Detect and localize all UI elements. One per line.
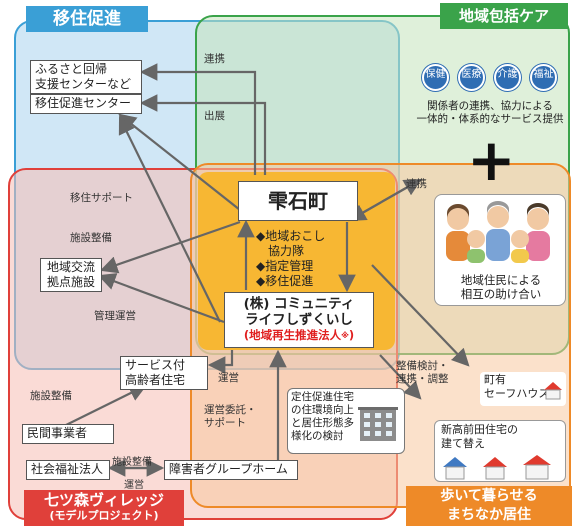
service-fukushi-icon: 福祉 [530, 64, 557, 91]
label-unei-2: 運営 [124, 480, 144, 491]
box-shintakamaeda: 新高前田住宅の 建て替え [434, 420, 566, 482]
care-panel: 保健 医療 介護 福祉 関係者の連携、協力による 一体的・体系的なサービス提供 [406, 60, 566, 136]
community-line3-text: (地域再生推進法人 [243, 328, 342, 342]
activity-shitei-kanri: ◆指定管理 [256, 259, 314, 273]
kankeisha-text: 関係者の連携、協力による 一体的・体系的なサービス提供 [416, 100, 564, 125]
label-iju-support: 移住サポート [70, 192, 133, 204]
label-unei-1: 運営 [218, 372, 239, 384]
label-renkei-top: 連携 [204, 53, 225, 65]
community-line3-close: ) [348, 328, 355, 342]
arrow-renkei-right-back [348, 179, 421, 222]
header-nanatsumori-sub: (モデルプロジェクト) [49, 509, 159, 522]
label-shisetsu-seibi-3: 施設整備 [112, 457, 152, 468]
shintakamaeda-text: 新高前田住宅の 建て替え [441, 423, 518, 450]
box-shakai-fukushi: 社会福祉法人 [26, 460, 110, 480]
plus-sign: + [467, 126, 516, 194]
town-activities: ◆地域おこし 協力隊 ◆指定管理 ◆移住促進 [256, 229, 325, 289]
arrow-unei-1 [207, 350, 234, 374]
box-chiiki-kouryu: 地域交流 拠点施設 [40, 258, 102, 292]
arrow-shutten [139, 94, 267, 175]
header-chiiki-care: 地域包括ケア [440, 3, 568, 29]
arrow-kanri-unei [97, 273, 225, 324]
header-nanatsumori: 七ツ森ヴィレッジ (モデルプロジェクト) [24, 490, 184, 526]
community-line2: ライフしずくいし [245, 312, 353, 328]
arrow-renkei-top [139, 63, 257, 175]
label-shisetsu-seibi-2: 施設整備 [30, 390, 72, 402]
label-shutten: 出展 [204, 110, 225, 122]
people-icon [446, 201, 550, 263]
building-icon [358, 407, 398, 441]
community-line3: (地域再生推進法人※) [229, 328, 369, 343]
arrow-seibi-kentou [371, 264, 470, 367]
box-shogaisha: 障害者グループホーム [164, 460, 298, 480]
box-ijuu-center: 移住促進センター [30, 94, 142, 114]
houses-icon [443, 455, 551, 480]
box-minkan: 民間事業者 [22, 424, 114, 444]
box-furusato: ふるさと回帰 支援センターなど [30, 60, 142, 94]
arrow-main-to-furusato [118, 116, 221, 323]
label-renkei-right: 連携 [406, 178, 427, 190]
header-nanatsumori-title: 七ツ森ヴィレッジ [43, 491, 164, 509]
chouyuu-text: 町有 セーフハウス [484, 373, 550, 400]
teiju-text: 定住促進住宅 の住環境向上 と居住形態多 様化の検討 [291, 391, 354, 442]
service-iryou-icon: 医療 [458, 64, 485, 91]
arrow-shisetsu-seibi-1 [99, 220, 241, 274]
activity-chiiki-okoshi: ◆地域おこし [256, 229, 326, 243]
arrow-minkan-to-service [59, 384, 147, 429]
activity-ijuu-sokushin: ◆移住促進 [256, 274, 314, 288]
label-seibi-kentou: 整備検討・ 連携・調整 [396, 360, 449, 385]
label-unei-itaku: 運営委託・ サポート [204, 404, 257, 429]
header-machinaka: 歩いて暮らせる まちなか居住 [406, 486, 572, 526]
arrow-iju-support [118, 113, 241, 211]
arrow-seibi-kentou-2 [379, 354, 422, 400]
box-chiiki-jumin: 地域住民による 相互の助け合い [434, 194, 566, 306]
activity-kyouryokutai: 協力隊 [256, 244, 305, 258]
community-line1: (株) コミュニティ [243, 296, 355, 312]
service-icons: 保健 医療 介護 福祉 [422, 64, 562, 94]
service-hoken-icon: 保健 [422, 64, 449, 91]
header-ijuu: 移住促進 [26, 6, 148, 32]
chiiki-jumin-text: 地域住民による 相互の助け合い [460, 273, 542, 301]
label-shisetsu-seibi-1: 施設整備 [70, 232, 112, 244]
box-teiju: 定住促進住宅 の住環境向上 と居住形態多 様化の検討 [287, 388, 405, 454]
community-note-mark: ※ [341, 331, 349, 340]
box-community: (株) コミュニティ ライフしずくいし (地域再生推進法人※) [224, 292, 374, 348]
box-chouyuu: 町有 セーフハウス [480, 372, 566, 406]
box-service-jutaku: サービス付 高齢者住宅 [120, 356, 208, 390]
service-kaigo-icon: 介護 [494, 64, 521, 91]
box-shizukuishi: 雫石町 [238, 181, 358, 221]
label-kanri-unei: 管理運営 [94, 310, 136, 322]
safe-house-icon [544, 382, 562, 400]
